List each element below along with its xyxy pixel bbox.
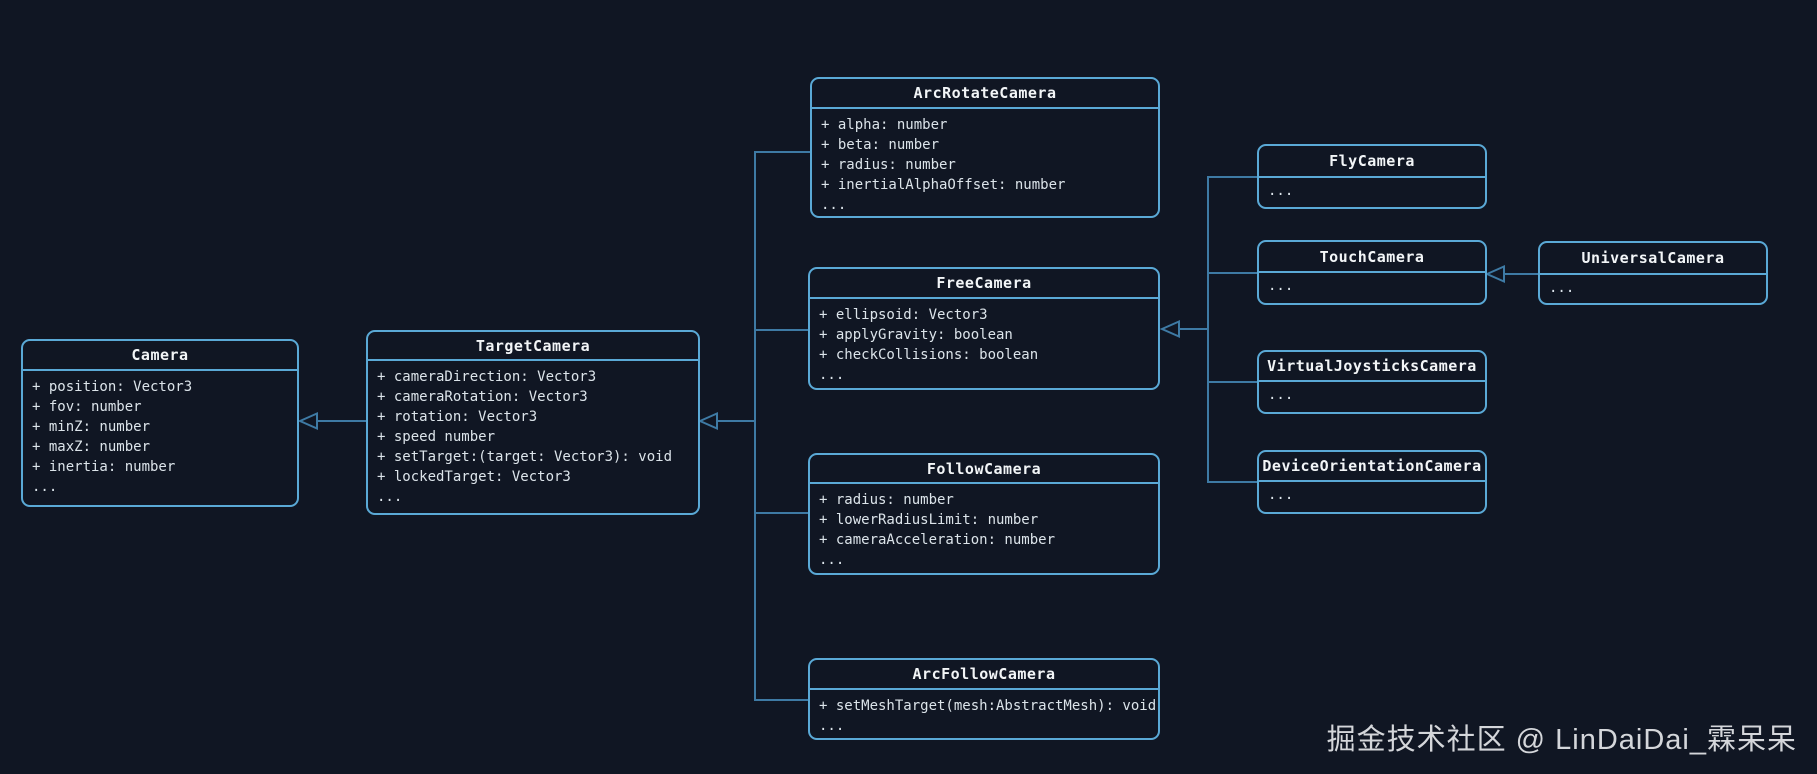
class-member: ... [1268, 183, 1294, 199]
class-member: + cameraDirection: Vector3 [377, 369, 597, 385]
class-members-followcamera: + radius: number + lowerRadiusLimit: numb… [810, 484, 1158, 570]
class-member: + cameraAcceleration: number [819, 532, 1056, 548]
class-box-arcrotatecamera: ArcRotateCamera + alpha: number + beta: n… [810, 77, 1160, 218]
class-member: + fov: number [32, 399, 142, 415]
class-members-arcrotatecamera: + alpha: number + beta: number + radius: n… [812, 109, 1158, 215]
class-member: + cameraRotation: Vector3 [377, 389, 588, 405]
class-title-flycamera: FlyCamera [1259, 146, 1485, 178]
class-box-arcfollowcamera: ArcFollowCamera + setMeshTarget(mesh:Abs… [808, 658, 1160, 740]
class-box-universalcamera: UniversalCamera ... [1538, 241, 1768, 305]
class-member: + lowerRadiusLimit: number [819, 512, 1039, 528]
class-member: + minZ: number [32, 419, 151, 435]
class-member: + beta: number [821, 137, 940, 153]
class-box-flycamera: FlyCamera ... [1257, 144, 1487, 209]
class-member: + rotation: Vector3 [377, 409, 538, 425]
class-member: + checkCollisions: boolean [819, 347, 1039, 363]
class-member: ... [1549, 280, 1575, 296]
class-title-arcrotatecamera: ArcRotateCamera [812, 79, 1158, 109]
class-members-universalcamera: ... [1540, 275, 1766, 298]
class-member: + lockedTarget: Vector3 [377, 469, 571, 485]
class-member: + radius: number [821, 157, 956, 173]
class-box-camera: Camera + position: Vector3+ fov: number+… [21, 339, 299, 507]
class-title-followcamera: FollowCamera [810, 455, 1158, 484]
class-title-virtualjoystickscamera: VirtualJoysticksCamera [1259, 352, 1485, 382]
class-member: ... [377, 489, 403, 505]
class-title-freecamera: FreeCamera [810, 269, 1158, 299]
inheritance-arrowhead-targetcamera [697, 411, 718, 431]
class-title-deviceorientationcamera: DeviceOrientationCamera [1259, 452, 1485, 482]
class-box-followcamera: FollowCamera + radius: number + lowerRadi… [808, 453, 1160, 575]
connector-middle-trunk [754, 151, 810, 701]
inheritance-arrowhead-camera [297, 411, 318, 431]
class-members-arcfollowcamera: + setMeshTarget(mesh:AbstractMesh): void… [810, 690, 1158, 736]
class-box-deviceorientationcamera: DeviceOrientationCamera ... [1257, 450, 1487, 514]
class-box-touchcamera: TouchCamera ... [1257, 240, 1487, 305]
class-member: + setMeshTarget(mesh:AbstractMesh): void [819, 698, 1157, 714]
class-members-touchcamera: ... [1259, 273, 1485, 296]
class-title-universalcamera: UniversalCamera [1540, 243, 1766, 275]
class-member: + speed number [377, 429, 496, 445]
class-members-flycamera: ... [1259, 178, 1485, 201]
connector-right-trunk [1207, 176, 1257, 483]
class-member: ... [1268, 387, 1294, 403]
class-box-freecamera: FreeCamera + ellipsoid: Vector3 + applyGr… [808, 267, 1160, 390]
inheritance-arrowhead-freecamera [1159, 319, 1180, 339]
class-member: ... [1268, 278, 1294, 294]
inheritance-arrowhead-touchcamera [1484, 264, 1505, 284]
class-box-targetcamera: TargetCamera + cameraDirection: Vector3+… [366, 330, 700, 515]
class-member: + setTarget:(target: Vector3): void [377, 449, 673, 465]
class-member: + applyGravity: boolean [819, 327, 1013, 343]
class-title-touchcamera: TouchCamera [1259, 242, 1485, 273]
class-member: + radius: number [819, 492, 954, 508]
class-member: + inertialAlphaOffset: number [821, 177, 1066, 193]
class-member: + inertia: number [32, 459, 176, 475]
class-members-camera: + position: Vector3 + fov: number + minZ: … [23, 371, 297, 497]
class-member: ... [1268, 487, 1294, 503]
class-member: ... [821, 197, 847, 213]
watermark-text: 掘金技术社区 @ LinDaiDai_霖呆呆 [1326, 724, 1797, 756]
class-title-arcfollowcamera: ArcFollowCamera [810, 660, 1158, 690]
class-members-virtualjoystickscamera: ... [1259, 382, 1485, 405]
class-member: ... [32, 479, 58, 495]
class-title-targetcamera: TargetCamera [368, 332, 698, 361]
class-member: ... [819, 718, 845, 734]
class-member: + maxZ: number [32, 439, 151, 455]
class-members-deviceorientationcamera: ... [1259, 482, 1485, 505]
class-member: ... [819, 367, 845, 383]
class-member: + alpha: number [821, 117, 948, 133]
class-title-camera: Camera [23, 341, 297, 371]
class-member: ... [819, 552, 845, 568]
class-box-virtualjoystickscamera: VirtualJoysticksCamera ... [1257, 350, 1487, 414]
class-members-targetcamera: + cameraDirection: Vector3 + cameraRotati… [368, 361, 698, 507]
class-member: + position: Vector3 [32, 379, 193, 395]
class-members-freecamera: + ellipsoid: Vector3 + applyGravity: bool… [810, 299, 1158, 385]
class-member: + ellipsoid: Vector3 [819, 307, 988, 323]
